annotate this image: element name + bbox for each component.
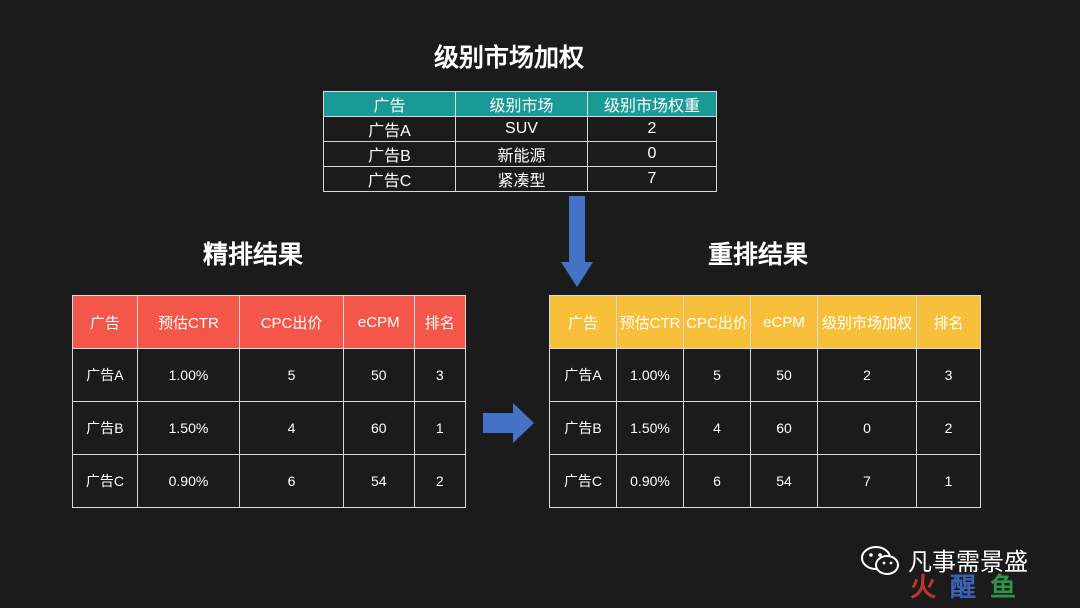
- table-row: 广告B 1.50% 4 60 0 2: [549, 401, 981, 455]
- table-cell: 广告C: [549, 454, 617, 508]
- header-cell: CPC出价: [239, 295, 344, 349]
- table-cell: 3: [413, 348, 467, 402]
- table-cell: 1.00%: [616, 348, 684, 402]
- table-cell: 广告B: [72, 401, 138, 455]
- arrow-down-icon: [561, 196, 593, 287]
- market-weight-table: 广告 级别市场 级别市场权重 广告A SUV 2 广告B 新能源 0 广告C 紧…: [323, 91, 717, 192]
- table-cell: 54: [342, 454, 415, 508]
- header-cell: eCPM: [342, 295, 415, 349]
- svg-text:醒: 醒: [950, 573, 976, 602]
- table-cell: 60: [342, 401, 415, 455]
- table-header-row: 广告 预估CTR CPC出价 eCPM 级别市场加权 排名: [549, 295, 981, 349]
- table-header-row: 广告 预估CTR CPC出价 eCPM 排名: [72, 295, 467, 349]
- table-row: 广告C 0.90% 6 54 2: [72, 454, 467, 508]
- table-cell: 5: [239, 348, 344, 402]
- header-cell: 排名: [916, 295, 981, 349]
- table-cell: 5: [683, 348, 751, 402]
- rerank-table: 广告 预估CTR CPC出价 eCPM 级别市场加权 排名 广告A 1.00% …: [549, 295, 981, 508]
- table-cell: 0: [587, 141, 717, 167]
- table-cell: 0.90%: [616, 454, 684, 508]
- table-cell: 2: [916, 401, 981, 455]
- watermark: 凡事需景盛 火 醒 鱼: [860, 540, 1060, 604]
- table-cell: 广告A: [72, 348, 138, 402]
- table-header-row: 广告 级别市场 级别市场权重: [323, 91, 717, 117]
- svg-text:鱼: 鱼: [990, 573, 1016, 602]
- header-cell: CPC出价: [683, 295, 751, 349]
- table-cell: 7: [587, 166, 717, 192]
- header-cell: 预估CTR: [616, 295, 684, 349]
- table-cell: 1: [916, 454, 981, 508]
- table-cell: 7: [817, 454, 917, 508]
- table-cell: 广告A: [323, 116, 456, 142]
- table-row: 广告A 1.00% 5 50 2 3: [549, 348, 981, 402]
- table-cell: 2: [817, 348, 917, 402]
- table-cell: 广告B: [549, 401, 617, 455]
- table-cell: 54: [750, 454, 818, 508]
- header-cell: 广告: [72, 295, 138, 349]
- table-cell: 4: [683, 401, 751, 455]
- table-cell: 2: [413, 454, 467, 508]
- table-row: 广告C 0.90% 6 54 7 1: [549, 454, 981, 508]
- wechat-icon: [861, 546, 899, 575]
- table-cell: 0.90%: [136, 454, 241, 508]
- header-cell: eCPM: [750, 295, 818, 349]
- table-cell: 3: [916, 348, 981, 402]
- table-cell: 2: [587, 116, 717, 142]
- svg-text:火: 火: [910, 573, 936, 602]
- table-cell: 1.50%: [136, 401, 241, 455]
- table-cell: 4: [239, 401, 344, 455]
- table-cell: 60: [750, 401, 818, 455]
- fine-ranking-title: 精排结果: [203, 240, 304, 269]
- table-cell: 广告C: [323, 166, 456, 192]
- table-row: 广告A 1.00% 5 50 3: [72, 348, 467, 402]
- table-cell: 6: [239, 454, 344, 508]
- table-cell: 紧凑型: [455, 166, 588, 192]
- arrow-right-icon: [483, 403, 534, 443]
- table-cell: 广告C: [72, 454, 138, 508]
- table-cell: 1.50%: [616, 401, 684, 455]
- header-cell: 级别市场权重: [587, 91, 717, 117]
- table-cell: 0: [817, 401, 917, 455]
- table-row: 广告B 1.50% 4 60 1: [72, 401, 467, 455]
- weighting-title: 级别市场加权: [433, 43, 584, 72]
- header-cell: 级别市场加权: [817, 295, 917, 349]
- fine-ranking-table: 广告 预估CTR CPC出价 eCPM 排名 广告A 1.00% 5 50 3 …: [72, 295, 467, 508]
- table-cell: 广告B: [323, 141, 456, 167]
- table-row: 广告C 紧凑型 7: [323, 166, 717, 192]
- header-cell: 预估CTR: [136, 295, 241, 349]
- table-cell: 1: [413, 401, 467, 455]
- table-cell: 1.00%: [136, 348, 241, 402]
- logo-watermark: 火 醒 鱼: [910, 573, 1016, 602]
- header-cell: 级别市场: [455, 91, 588, 117]
- header-cell: 广告: [323, 91, 456, 117]
- table-cell: 新能源: [455, 141, 588, 167]
- header-cell: 广告: [549, 295, 617, 349]
- account-name: 凡事需景盛: [908, 548, 1028, 576]
- table-row: 广告A SUV 2: [323, 116, 717, 142]
- table-cell: 50: [342, 348, 415, 402]
- table-cell: 6: [683, 454, 751, 508]
- table-row: 广告B 新能源 0: [323, 141, 717, 167]
- table-cell: SUV: [455, 116, 588, 142]
- table-cell: 广告A: [549, 348, 617, 402]
- rerank-title: 重排结果: [708, 240, 809, 269]
- header-cell: 排名: [413, 295, 467, 349]
- table-cell: 50: [750, 348, 818, 402]
